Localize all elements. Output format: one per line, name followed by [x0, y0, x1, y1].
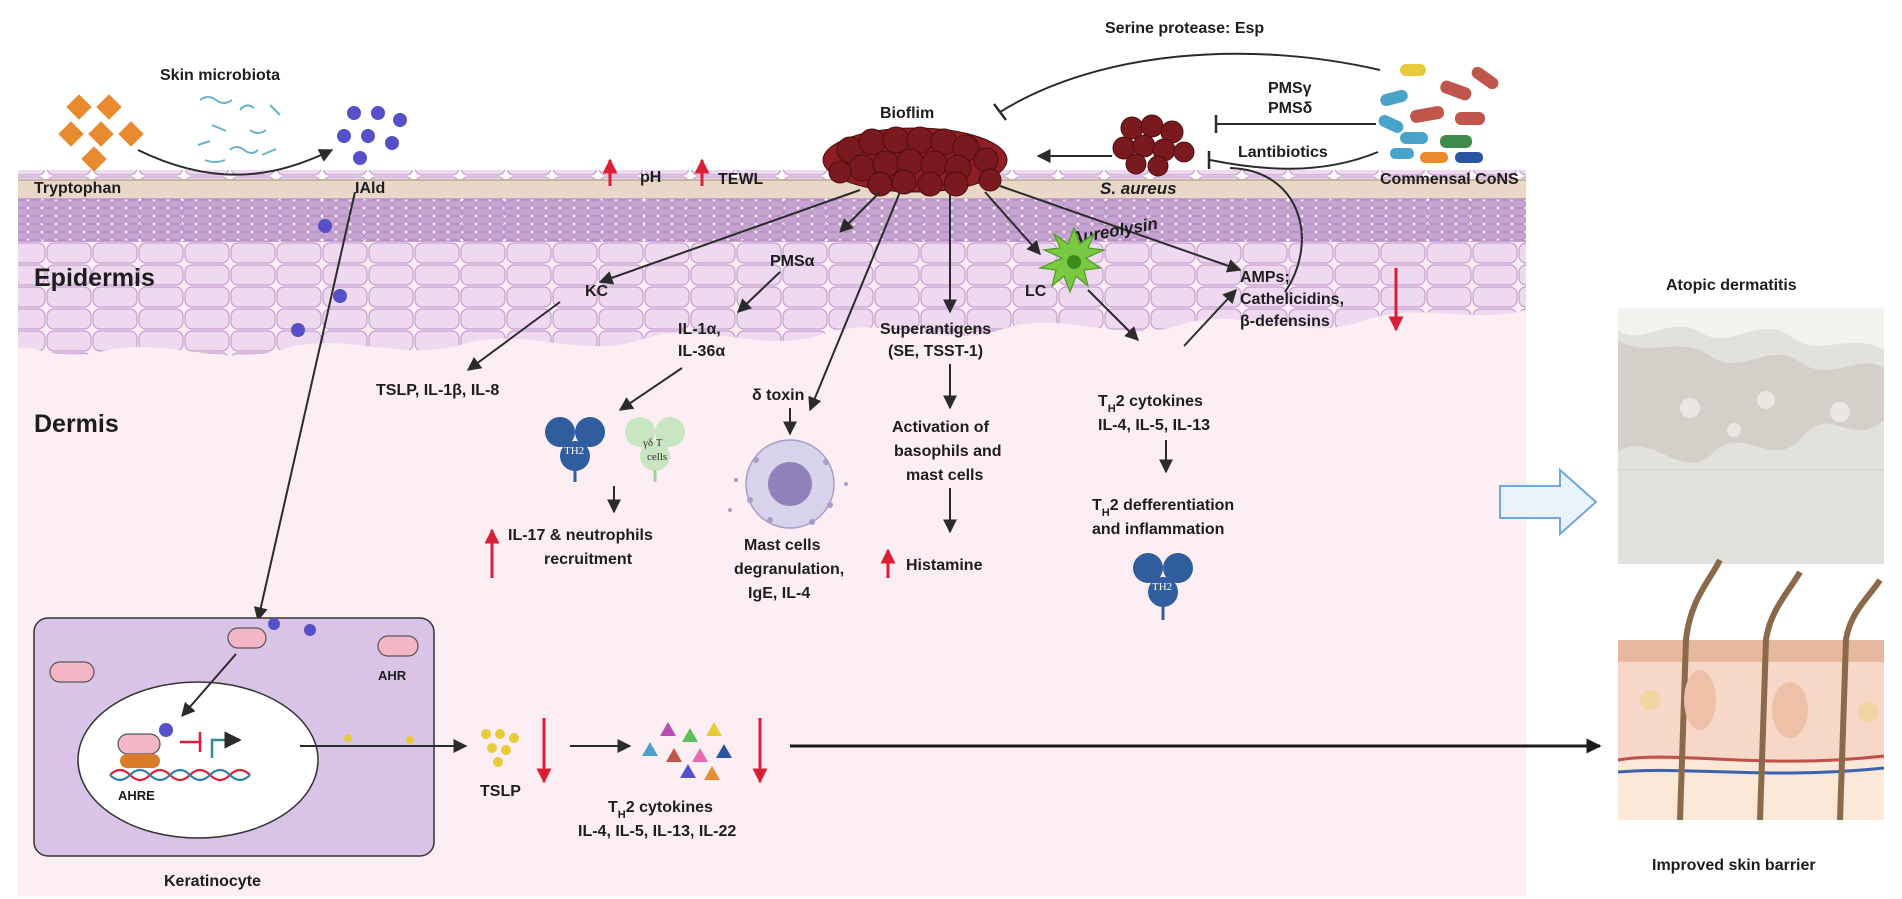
ahr-receptor: [227, 627, 267, 649]
mast-label-1: Mast cells: [744, 537, 821, 554]
lc-label: LC: [1025, 283, 1047, 300]
tslp-il-label: TSLP, IL-1β, IL-8: [376, 382, 499, 399]
svg-text:cells: cells: [647, 451, 667, 463]
superantigens-label-2: (SE, TSST-1): [888, 343, 983, 360]
amps-label-2: Cathelicidins,: [1240, 291, 1344, 308]
epidermis-label: Epidermis: [34, 264, 155, 292]
th2-cytokines-2-values: IL-4, IL-5, IL-13, IL-22: [578, 823, 736, 840]
svg-text:TH2: TH2: [564, 445, 584, 457]
lc-to-th2-cytokines-arrow: [1087, 289, 1139, 341]
activation-label-1: Activation of: [892, 419, 990, 436]
ahre-label: AHRE: [118, 788, 155, 803]
atopic-dermatitis-image: [1618, 308, 1884, 564]
th2-cell-icon: TH2: [545, 417, 605, 482]
biofilm-icon: [822, 126, 1008, 197]
tewl-label: TEWL: [718, 171, 764, 188]
th2-cytokines-to-amps-arrow: [1183, 288, 1237, 347]
tryptophan-icon: [58, 94, 144, 172]
repression-icon: [180, 732, 202, 752]
lantibiotics-label: Lantibiotics: [1238, 144, 1328, 161]
nucleus: [77, 681, 319, 839]
stratum-corneum: [18, 196, 1526, 242]
ph-label: pH: [640, 169, 661, 186]
commensal-cons-icon: [1378, 64, 1499, 163]
s-aureus-label: S. aureus: [1100, 179, 1177, 198]
pms-alpha-label: PMSα: [770, 253, 815, 270]
iald-dot: [333, 289, 347, 303]
superantigens-label-1: Superantigens: [880, 321, 991, 338]
skin-surface: [18, 180, 1526, 198]
gamma-delta-t-cell-icon: γδ T cells: [625, 417, 685, 482]
tslp-icon: [481, 729, 519, 767]
transcription-icon: [210, 731, 242, 758]
skin-microbiota-icon: [197, 96, 281, 163]
improved-skin-barrier-image: [1617, 558, 1885, 821]
kc-label: KC: [585, 283, 609, 300]
biofilm-to-lc-arrow: [984, 191, 1041, 256]
cytokines-icon: [642, 722, 732, 780]
mast-label-2: degranulation,: [734, 561, 844, 578]
mast-cell-icon: [728, 439, 848, 529]
biofilm-to-amps-arrow: [999, 185, 1242, 273]
ahr-complex: [117, 733, 161, 755]
ahr-to-nucleus-arrow: [181, 653, 237, 718]
serine-protease-label: Serine protease: Esp: [1105, 20, 1264, 37]
svg-text:γδ T: γδ T: [642, 437, 663, 449]
langerhans-cell-icon: [1037, 226, 1107, 294]
il1a-label-2: IL-36α: [678, 343, 725, 360]
th2-differentiation-label-2: and inflammation: [1092, 521, 1224, 538]
iald-icon: [337, 106, 407, 165]
histamine-label: Histamine: [906, 557, 983, 574]
kc-to-tslp-arrow: [466, 301, 561, 371]
iald-dot: [291, 323, 305, 337]
tslp-label: TSLP: [480, 783, 521, 800]
amps-label-3: β-defensins: [1240, 313, 1330, 330]
activation-label-2: basophils and: [894, 443, 1002, 460]
biofilm-label: Bioflim: [880, 105, 934, 122]
biofilm-to-delta-toxin-arrow: [808, 191, 901, 412]
il17-label-1: IL-17 & neutrophils: [508, 527, 653, 544]
dna-icon: [109, 768, 251, 782]
atopic-dermatitis-label: Atopic dermatitis: [1666, 277, 1797, 294]
improved-skin-barrier-label: Improved skin barrier: [1652, 857, 1816, 874]
tryptophan-to-iald-arrow: [137, 149, 334, 176]
amps-inhibit-line: [1229, 167, 1303, 293]
iald-to-keratinocyte-arrow: [253, 191, 356, 622]
open-arrow-icon: [1499, 467, 1598, 537]
serine-protease-inhibit-line: [999, 52, 1381, 113]
biofilm-to-kc-arrow: [598, 189, 861, 285]
th2-cell-icon: TH2: [1133, 553, 1193, 620]
biofilm-to-pmsa-arrow: [839, 191, 881, 233]
il1a-label-1: IL-1α,: [678, 321, 721, 338]
keratinocyte-label: Keratinocyte: [164, 873, 261, 890]
amps-label-1: AMPs;: [1240, 269, 1290, 286]
s-aureus-icon: [1112, 114, 1195, 177]
tryptophan-label: Tryptophan: [34, 180, 121, 197]
iald-label: IAld: [355, 180, 385, 197]
mast-label-3: IgE, IL-4: [748, 585, 810, 602]
delta-toxin-label: δ toxin: [752, 387, 804, 404]
pms-delta-label: PMSδ: [1268, 100, 1313, 117]
ahr-receptor: [377, 635, 419, 657]
th2-cytokines-1-label: TH2 cytokines: [1098, 393, 1203, 415]
pmsa-to-il1a-arrow: [736, 271, 781, 313]
dermis-label: Dermis: [34, 410, 119, 438]
pms-gamma-label: PMSγ: [1268, 80, 1312, 97]
iald-dot: [318, 219, 332, 233]
activation-label-3: mast cells: [906, 467, 983, 484]
ahr-label: AHR: [378, 668, 407, 683]
il1a-to-th-cells-arrow: [618, 367, 683, 411]
th2-cytokines-2-label: TH2 cytokines: [608, 799, 713, 821]
skin-microbiota-label: Skin microbiota: [160, 67, 280, 84]
svg-text:TH2: TH2: [1152, 581, 1172, 593]
commensal-cons-label: Commensal CoNS: [1380, 171, 1519, 188]
ahr-receptor: [49, 661, 95, 683]
th2-cytokines-1-values: IL-4, IL-5, IL-13: [1098, 417, 1210, 434]
th2-differentiation-label: TH2 defferentiation: [1092, 497, 1234, 519]
lantibiotics-inhibit-line: [1209, 151, 1379, 170]
il17-label-2: recruitment: [544, 551, 633, 568]
